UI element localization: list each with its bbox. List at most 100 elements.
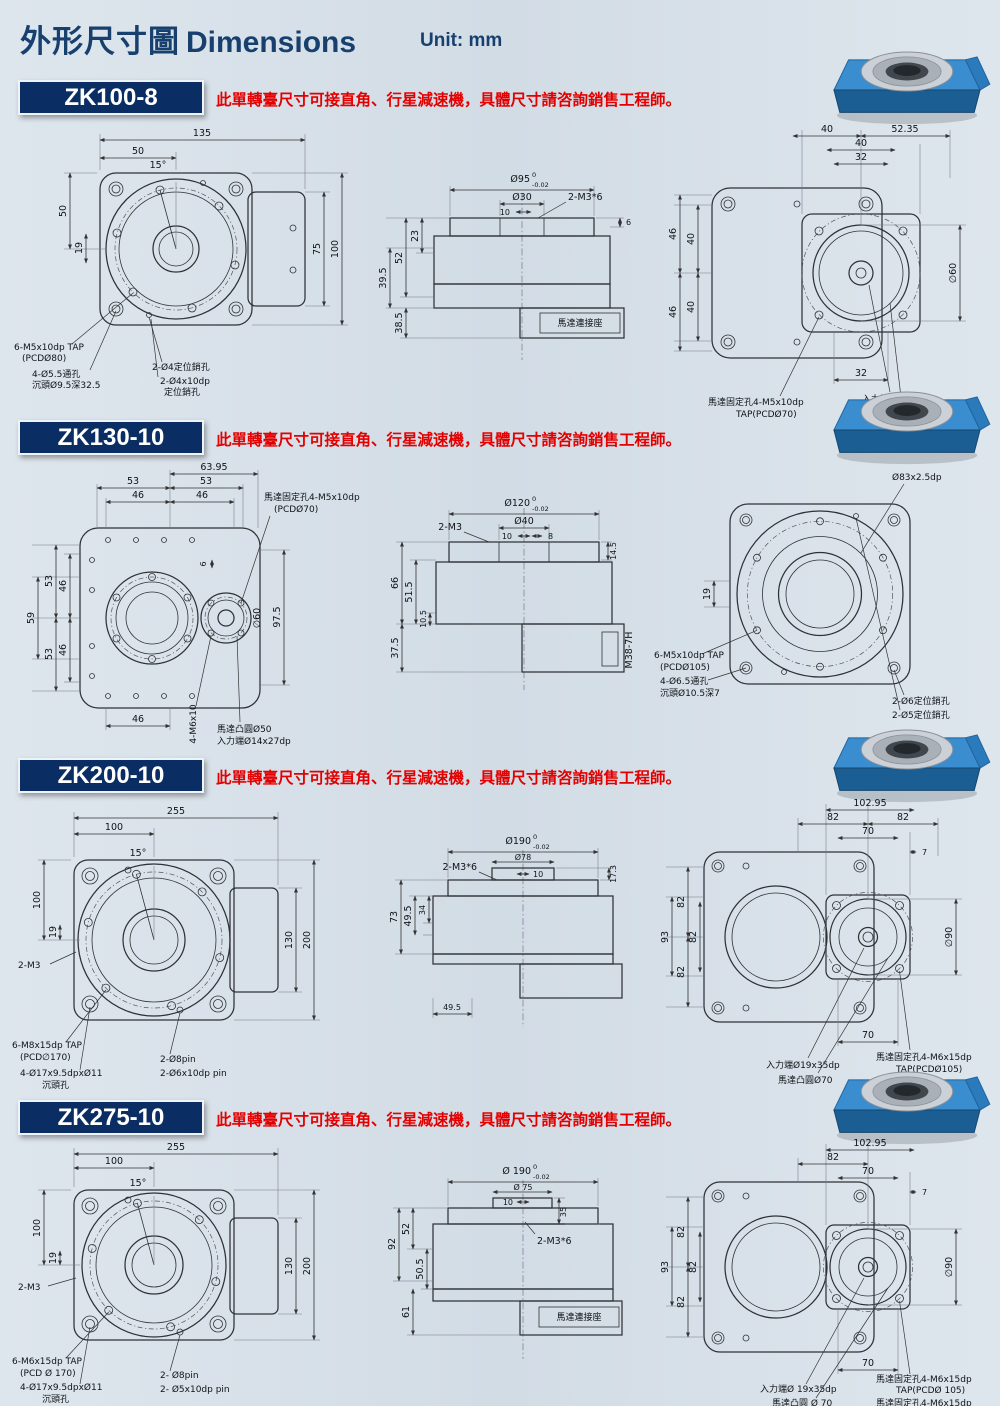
model-badge: ZK100-8 bbox=[18, 80, 204, 115]
dim-label: 53 bbox=[127, 476, 139, 487]
front-view-zk100: 135 50 15° 50 19 75 100 6-M5x10dp TAP (P… bbox=[14, 128, 348, 398]
dim-label: Ø95 bbox=[510, 174, 530, 185]
dim-label: 73 bbox=[389, 911, 400, 923]
dimension-labels: 135 50 15° 50 19 75 100 6-M5x10dp TAP (P… bbox=[14, 128, 341, 398]
body-outline bbox=[703, 1181, 913, 1353]
dim-label: 82 bbox=[676, 1226, 687, 1238]
dimension-lines bbox=[396, 510, 612, 673]
dim-label: 100 bbox=[105, 822, 123, 833]
rear-view-zk130: Ø83x2.5dp 19 6-M5x10dp TAP (PCDØ105) 4-Ø… bbox=[654, 472, 950, 721]
dim-label: 19 bbox=[48, 926, 59, 938]
side-view-zk200: Ø190 0 -0.02 Ø78 2-M3*6 10 17.3 73 49.5 … bbox=[389, 833, 623, 1027]
callout-label: 定位銷孔 bbox=[164, 386, 200, 398]
dim-label: 70 bbox=[862, 1030, 874, 1041]
dim-label: 97.5 bbox=[272, 606, 283, 627]
callout-label: 入力端Ø 19x35dp bbox=[760, 1383, 837, 1395]
callout-label: 沉頭Ø10.5深7 bbox=[660, 688, 720, 699]
tolerance-label: 0 bbox=[533, 1163, 537, 1171]
dim-label: 93 bbox=[660, 1261, 671, 1273]
dim-label: 52 bbox=[394, 252, 405, 264]
dim-label: 92 bbox=[387, 1238, 398, 1250]
section-zk130-10: ZK130-10 此單轉臺尺寸可接直角、行星減速機，具體尺寸請咨詢銷售工程師。 bbox=[0, 391, 1000, 756]
dim-label: 51.5 bbox=[404, 581, 415, 602]
dimension-labels: 63.95 53 53 46 46 6 馬達固定孔4-M5x10dp (PCDØ… bbox=[26, 462, 360, 747]
body-outline bbox=[73, 1189, 279, 1341]
product-render-shapes bbox=[833, 391, 991, 465]
dim-label: 70 bbox=[862, 1166, 874, 1177]
dim-label: 66 bbox=[390, 577, 401, 589]
dim-label: 10 bbox=[502, 532, 512, 541]
dim-label: 34 bbox=[418, 905, 427, 915]
callout-label: 6-M5x10dp TAP bbox=[14, 343, 84, 353]
dim-label: 46 bbox=[58, 644, 69, 656]
front-view-zk130: 63.95 53 53 46 46 6 馬達固定孔4-M5x10dp (PCDØ… bbox=[26, 462, 360, 747]
dim-label: 7 bbox=[922, 848, 927, 857]
dimension-lines bbox=[32, 470, 290, 730]
dim-label: 10 bbox=[533, 870, 543, 879]
callout-label: 2-M3 bbox=[18, 961, 40, 971]
dimension-labels: 255 100 15° 100 19 2-M3 130 200 6-M8x15d… bbox=[12, 806, 313, 1091]
callout-label: 入力端Ø14x27dp bbox=[217, 735, 291, 747]
tolerance-label: -0.02 bbox=[532, 181, 549, 189]
callout-label: 馬達凸圓 Ø 70 bbox=[772, 1397, 833, 1406]
dim-label: 82 bbox=[676, 1296, 687, 1308]
tolerance-label: 0 bbox=[533, 833, 537, 841]
tolerance-label: -0.02 bbox=[532, 505, 549, 513]
tolerance-label: 0 bbox=[532, 495, 536, 503]
product-render bbox=[833, 51, 991, 125]
dim-label: Ø40 bbox=[514, 516, 534, 527]
dim-label: 19 bbox=[702, 588, 713, 600]
page-title-en: Dimensions bbox=[186, 26, 357, 59]
dim-label: 130 bbox=[284, 931, 295, 949]
dimension-lines bbox=[701, 483, 905, 711]
dim-label: 82 bbox=[897, 812, 909, 823]
dim-label: 17.3 bbox=[609, 865, 618, 883]
dim-label: 8 bbox=[548, 532, 553, 541]
dim-label: 75 bbox=[312, 243, 323, 255]
model-badge: ZK130-10 bbox=[18, 420, 204, 455]
tolerance-label: -0.02 bbox=[533, 843, 550, 851]
callout-label: 2-Ø4定位銷孔 bbox=[152, 361, 210, 373]
dim-label: 100 bbox=[330, 240, 341, 258]
dim-label: 82 bbox=[688, 1261, 699, 1273]
callout-label: 沉頭Ø9.5深32.5 bbox=[32, 380, 100, 391]
callout-label: 4-Ø17x9.5dpxØ11 bbox=[20, 1068, 102, 1079]
dim-label: 100 bbox=[105, 1156, 123, 1167]
callout-label: 2-Ø6x10dp pin bbox=[160, 1068, 227, 1079]
model-label: ZK200-10 bbox=[57, 761, 165, 789]
dim-label: 46 bbox=[132, 714, 144, 725]
dim-label: Ø120 bbox=[504, 498, 530, 509]
front-view-zk275: 255 100 15° 100 19 2-M3 130 200 6-M6x15d… bbox=[12, 1142, 320, 1405]
body-outline bbox=[703, 851, 913, 1023]
dim-label: 2-M3*6 bbox=[568, 192, 603, 203]
dimension-labels: 102.95 82 70 7 82 82 93 82 70 ∅90 入力端Ø 1… bbox=[660, 1138, 972, 1406]
callout-label: TAP(PCDØ 105) bbox=[895, 1385, 965, 1396]
callout-label: (PCD∅170) bbox=[20, 1053, 71, 1063]
dim-label: 38.5 bbox=[394, 312, 405, 333]
dim-label: 40 bbox=[686, 233, 697, 245]
callout-label: 沉頭孔 bbox=[42, 1394, 69, 1405]
model-label: ZK275-10 bbox=[57, 1103, 165, 1131]
dim-label: 15° bbox=[150, 160, 167, 171]
dim-label: M38-7H bbox=[624, 632, 635, 669]
dim-label: 23 bbox=[410, 230, 421, 242]
dim-label: 7 bbox=[922, 1188, 927, 1197]
dim-label: 46 bbox=[132, 490, 144, 501]
product-render-shapes bbox=[833, 51, 991, 125]
dim-label: 53 bbox=[44, 648, 55, 660]
drawings-zk200-10: 255 100 15° 100 19 2-M3 130 200 6-M8x15d… bbox=[0, 796, 1000, 1102]
page-title-zh: 外形尺寸圖 bbox=[20, 24, 180, 59]
dim-label: 32 bbox=[855, 368, 867, 379]
dim-label: 82 bbox=[688, 931, 699, 943]
callout-label: 6-M6x15dp TAP bbox=[12, 1357, 82, 1367]
dim-label: 37.5 bbox=[390, 637, 401, 658]
product-render-shapes bbox=[833, 1071, 991, 1145]
body-outline bbox=[729, 503, 911, 685]
dim-label: 82 bbox=[676, 966, 687, 978]
callout-label: 馬達固定孔4-M5x10dp bbox=[264, 491, 360, 503]
callout-label: 4-Ø6.5通孔 bbox=[660, 676, 708, 687]
side-view-zk275: Ø 190 0 -0.02 Ø 75 10 35 2-M3*6 92 52 50… bbox=[387, 1163, 623, 1359]
dim-label: 39.5 bbox=[378, 267, 389, 288]
dim-label: 70 bbox=[862, 1358, 874, 1369]
body-outline bbox=[79, 527, 261, 709]
